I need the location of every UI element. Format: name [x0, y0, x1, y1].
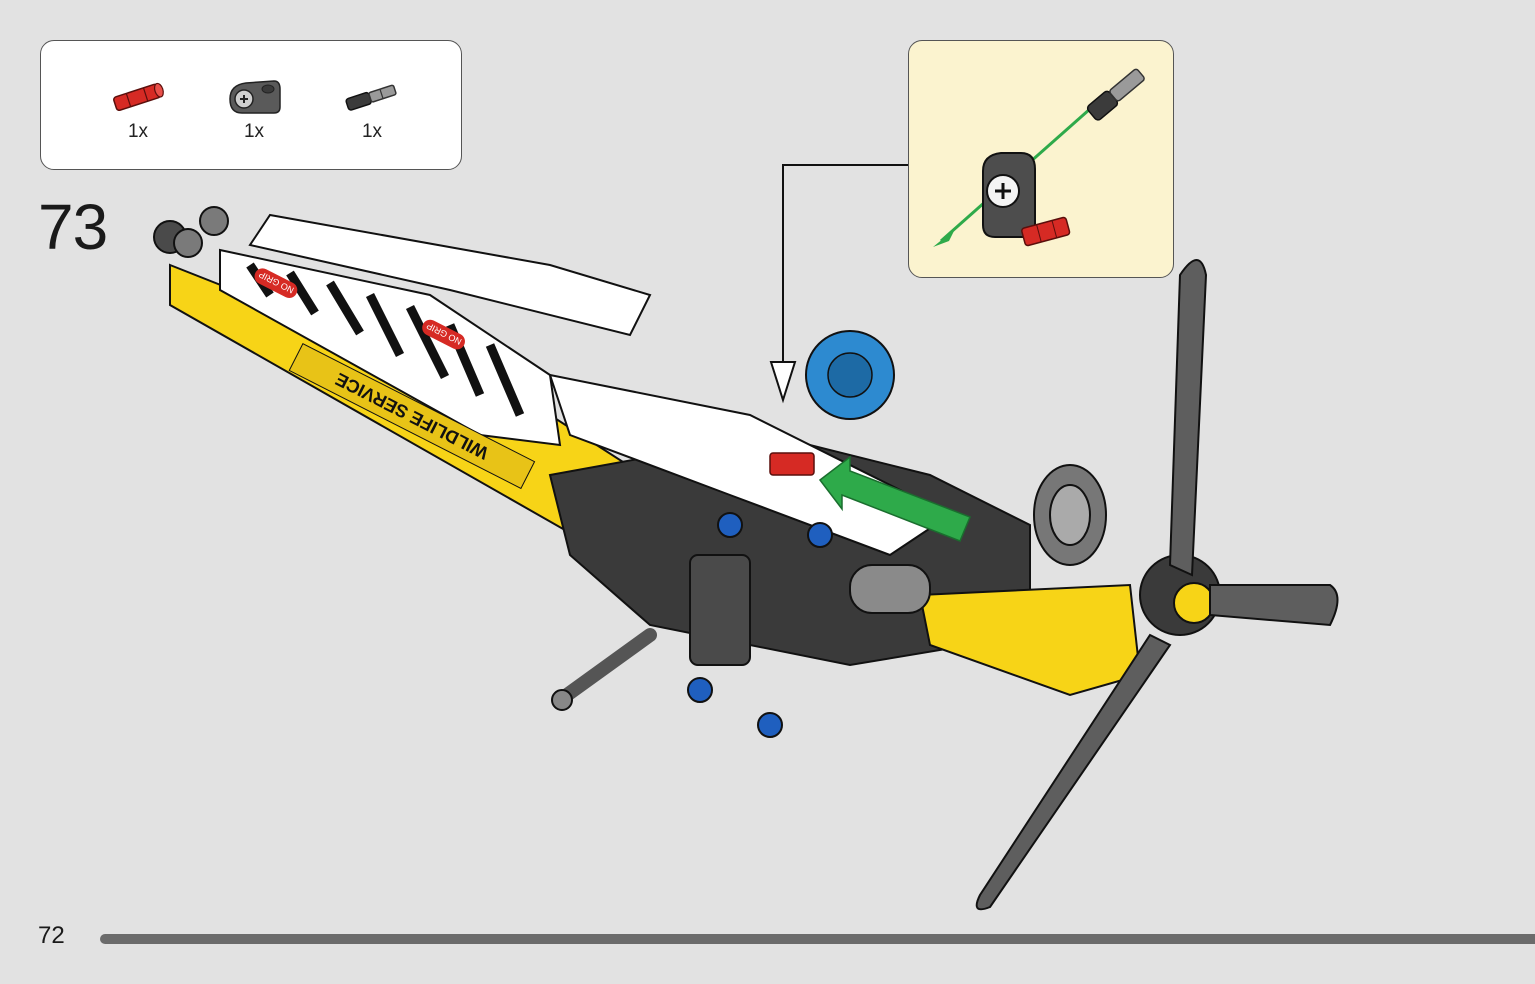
part-quantity: 1x — [127, 121, 149, 142]
progress-bar — [100, 934, 1535, 944]
sub-assembly-diagram — [933, 68, 1145, 247]
insert-direction-arrow-icon — [933, 229, 955, 247]
page-number: 72 — [38, 922, 65, 949]
step-number: 73 — [38, 191, 108, 263]
part-quantity: 1x — [243, 121, 265, 142]
part-red-axle-pin: 1x — [103, 77, 173, 143]
part-pin-connector: 1x — [219, 77, 289, 143]
grey-axle-pin-icon — [345, 84, 397, 111]
part-quantity: 1x — [361, 121, 383, 142]
sub-assembly-callout — [908, 40, 1174, 278]
model-illustration: WILDLIFE SERVICE NO GRIP NO GRIP — [153, 206, 1339, 911]
parts-list-box: 1x 1x 1x — [40, 40, 462, 170]
insert-arrow-icon — [818, 455, 971, 542]
part-grey-axle-pin: 1x — [337, 77, 407, 143]
pin-connector-icon — [229, 80, 281, 114]
red-axle-pin-icon — [113, 82, 164, 112]
